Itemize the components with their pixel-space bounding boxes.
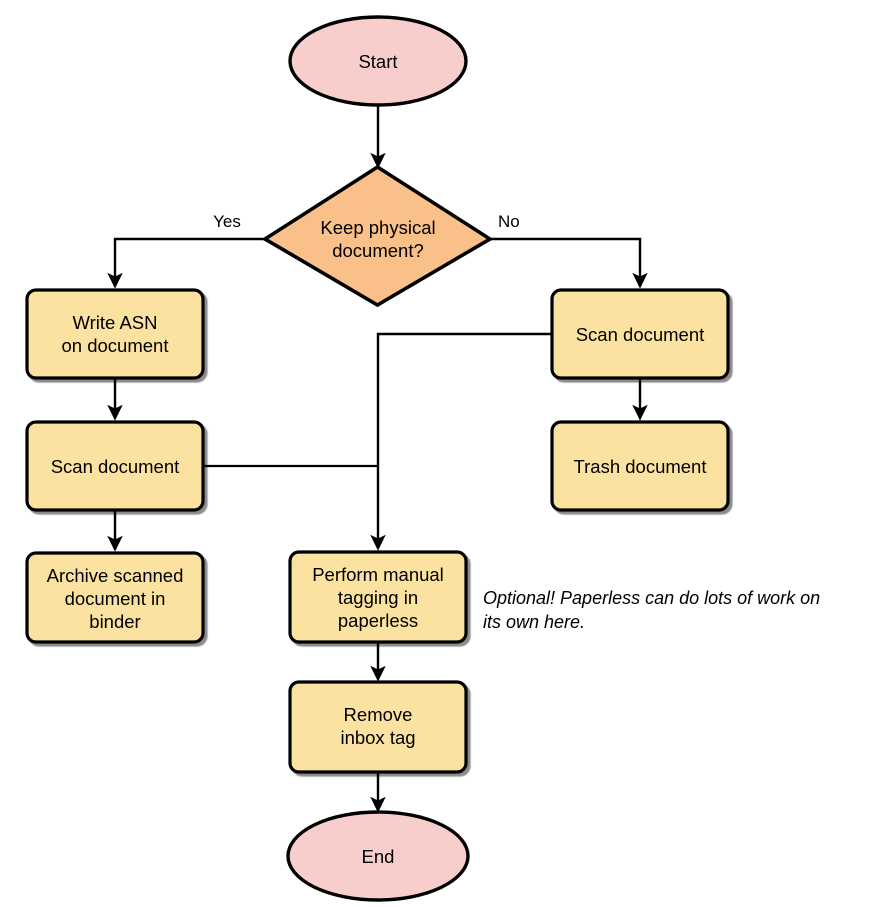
hit-node-decision[interactable] [265,167,491,305]
node-perform-manual-tagging[interactable] [288,550,468,644]
hit-node-archive-scanned-document[interactable] [27,553,203,642]
hit-node-trash-document[interactable] [552,422,728,510]
node-scan-document-left[interactable] [25,420,205,512]
hit-node-write-asn[interactable] [27,290,203,378]
edge-scan-right-to-manual-tagging [370,332,552,551]
node-archive-scanned-document[interactable] [25,551,205,644]
node-trash-document[interactable] [550,420,730,512]
node-start[interactable] [288,15,468,107]
node-decision-keep-physical-document[interactable] [261,164,494,308]
hit-node-end[interactable] [288,812,468,900]
node-remove-inbox-tag[interactable] [288,680,468,774]
edge-decision-yes-to-write-asn [107,237,265,289]
node-end[interactable] [286,810,470,902]
edge-decision-no-to-scan-right [490,237,648,289]
hit-node-start[interactable] [290,17,466,105]
hit-node-scan-document-right[interactable] [552,290,728,378]
hit-node-perform-manual-tagging[interactable] [290,552,466,642]
node-scan-document-right[interactable] [550,288,730,380]
node-write-asn[interactable] [25,288,205,380]
hit-node-remove-inbox-tag[interactable] [290,682,466,772]
hit-node-scan-document-left[interactable] [27,422,203,510]
